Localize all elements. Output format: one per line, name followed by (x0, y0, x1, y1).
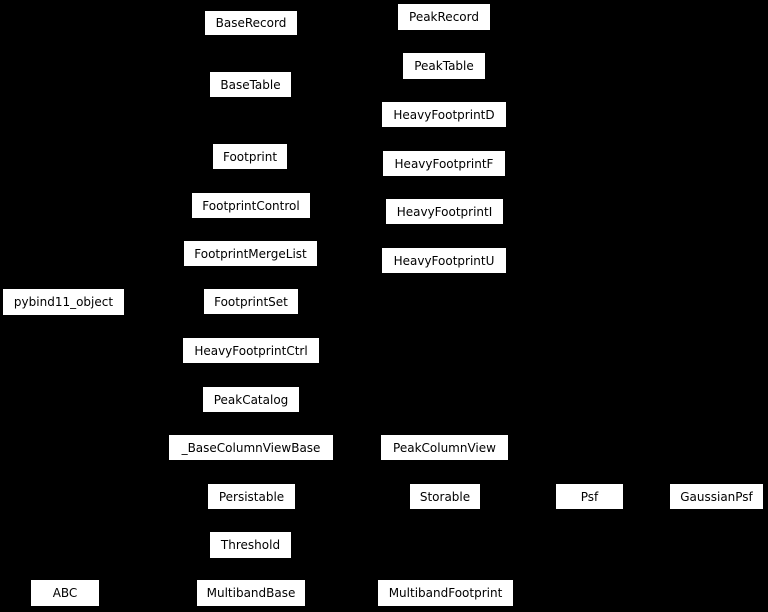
class-node-label: Footprint (222, 149, 278, 164)
class-node-base-record[interactable]: BaseRecord (205, 11, 297, 35)
class-node-label: MultibandFootprint (388, 586, 503, 600)
class-node-footprint-set[interactable]: FootprintSet (204, 289, 298, 314)
class-node-label: _BaseColumnViewBase (181, 440, 321, 455)
class-node-label: pybind11_object (13, 295, 114, 309)
class-node-peak-column-view[interactable]: PeakColumnView (381, 435, 508, 460)
class-node-heavy-footprint-i[interactable]: HeavyFootprintI (386, 199, 503, 224)
class-node-peak-table[interactable]: PeakTable (403, 53, 485, 79)
class-node-storable[interactable]: Storable (410, 484, 480, 509)
class-node-label: FootprintMergeList (194, 246, 307, 261)
class-node-label: ABC (52, 586, 78, 600)
class-node-label: PeakRecord (409, 10, 479, 24)
class-node-threshold[interactable]: Threshold (210, 532, 291, 558)
class-node-heavy-footprint-f[interactable]: HeavyFootprintF (383, 151, 505, 176)
class-node-label: FootprintControl (202, 198, 300, 213)
class-node-base-table[interactable]: BaseTable (210, 72, 291, 97)
class-node-heavy-footprint-ctrl[interactable]: HeavyFootprintCtrl (183, 338, 319, 363)
class-node-label: Psf (580, 489, 599, 504)
class-node-multiband-footprint[interactable]: MultibandFootprint (378, 580, 513, 606)
class-node-footprint-control[interactable]: FootprintControl (192, 193, 310, 218)
class-node-heavy-footprint-u[interactable]: HeavyFootprintU (382, 248, 506, 273)
class-node-label: MultibandBase (206, 586, 296, 600)
class-node-footprint[interactable]: Footprint (213, 144, 287, 169)
class-node-abc[interactable]: ABC (31, 580, 99, 606)
class-node-label: HeavyFootprintU (393, 253, 495, 268)
class-node-label: GaussianPsf (680, 489, 753, 504)
class-node-label: HeavyFootprintCtrl (194, 343, 308, 358)
class-node-label: PeakColumnView (393, 440, 496, 455)
class-node-base-column-view-base[interactable]: _BaseColumnViewBase (169, 435, 333, 460)
class-node-label: HeavyFootprintI (396, 204, 493, 219)
class-node-label: PeakTable (414, 59, 474, 73)
class-node-label: BaseTable (220, 77, 281, 92)
class-node-label: Persistable (218, 489, 285, 504)
class-node-gaussian-psf[interactable]: GaussianPsf (670, 484, 763, 509)
class-node-footprint-merge-list[interactable]: FootprintMergeList (184, 241, 317, 266)
class-node-label: BaseRecord (215, 16, 287, 30)
class-node-label: Threshold (220, 538, 281, 552)
class-node-label: HeavyFootprintD (393, 107, 495, 122)
class-node-peak-record[interactable]: PeakRecord (398, 4, 490, 30)
class-node-psf[interactable]: Psf (556, 484, 623, 509)
class-node-label: PeakCatalog (213, 392, 289, 407)
class-node-label: Storable (419, 489, 471, 504)
class-node-label: HeavyFootprintF (394, 156, 494, 171)
class-node-persistable[interactable]: Persistable (208, 484, 295, 509)
class-node-pybind11-object[interactable]: pybind11_object (3, 289, 124, 315)
class-node-multiband-base[interactable]: MultibandBase (197, 580, 305, 606)
class-node-peak-catalog[interactable]: PeakCatalog (203, 387, 299, 412)
class-node-label: FootprintSet (214, 294, 288, 309)
class-node-heavy-footprint-d[interactable]: HeavyFootprintD (382, 102, 506, 127)
